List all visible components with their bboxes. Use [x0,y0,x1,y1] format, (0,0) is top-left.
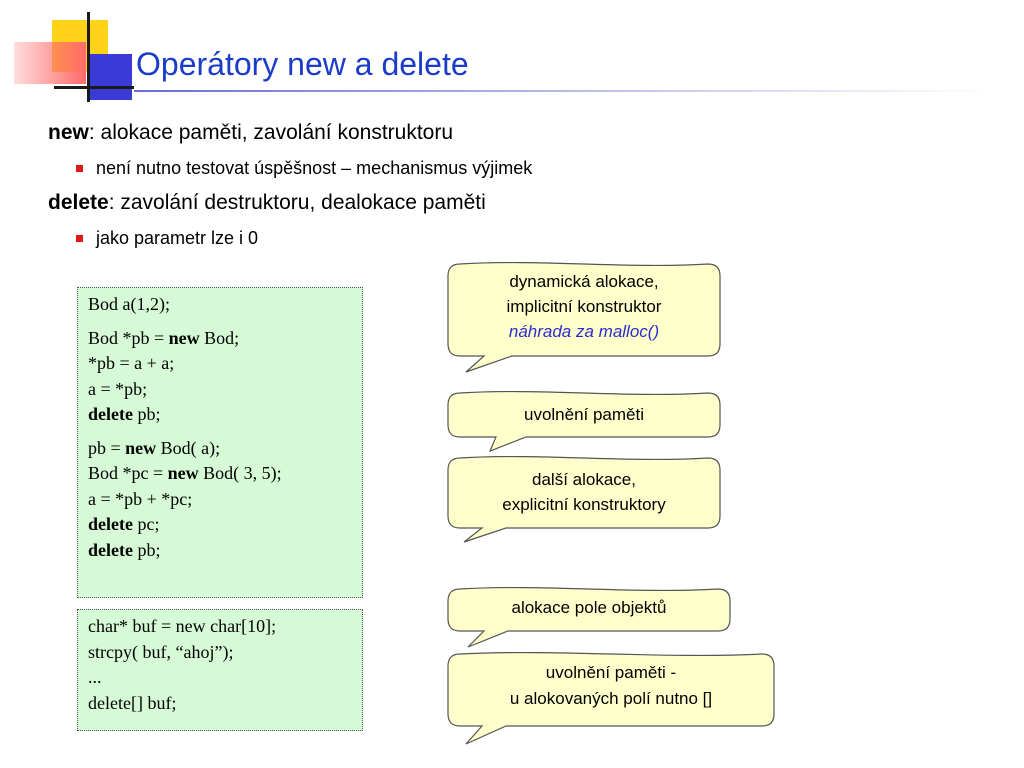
code-line: a = *pb; [88,378,148,399]
callout-shape [447,391,721,453]
callout-line: explicitní konstruktory [502,495,666,514]
sub-bullet: jako parametr lze i 0 [96,228,259,248]
callout-shape [447,652,775,745]
logo-blue-square [88,54,132,100]
code-line: ... [88,667,102,687]
code-line: *pb = a + a; [88,353,175,373]
code-line: char* buf = new char[10]; [88,616,277,636]
code-line: strcpy( buf, “ahoj”); [88,641,234,662]
code-line: Bod *pb = new Bod; [88,327,240,348]
logo-red-square [14,42,86,84]
callout-dynamic-allocation: dynamická alokace, implicitní konstrukto… [446,262,722,374]
code-block-2: char* buf = new char[10]; strcpy( buf, “… [77,609,363,731]
bullet-square-icon [76,165,83,172]
callout-shape [447,456,721,543]
code-line: a = *pb + *pc; [88,488,193,509]
code-line: Bod *pc = new Bod( 3, 5); [88,463,282,483]
callout-line: uvolnění paměti [523,405,645,424]
logo-horizontal-line [54,86,134,89]
code-line: delete pb; [88,539,161,560]
callout-line: alokace pole objektů [511,598,667,617]
callout-line: další alokace, [532,470,636,489]
callout-free-arrays: uvolnění paměti - u alokovaných polí nut… [446,652,776,746]
logo-vertical-line [87,12,90,102]
callout-explicit-constructors: další alokace, explicitní konstruktory [446,456,722,544]
slide-logo [0,0,140,110]
callout-array-allocation: alokace pole objektů [446,587,732,649]
callout-shape [447,262,721,373]
bullet-delete: delete: zavolání destruktoru, dealokace … [48,190,486,216]
callout-line: uvolnění paměti - [545,663,677,682]
code-line: Bod a(1,2); [88,294,170,314]
code-line: delete pb; [88,404,161,424]
callout-line: dynamická alokace, [509,272,659,291]
callout-shape [447,587,731,648]
bullet-keyword: delete [48,191,109,214]
callout-line: implicitní konstruktor [506,297,662,316]
bullet-square-icon [76,235,83,242]
slide-title: Operátory new a delete [136,46,469,82]
bullet-text: : zavolání destruktoru, dealokace paměti [108,191,486,214]
callout-line: u alokovaných polí nutno [] [509,689,713,708]
title-underline [134,90,994,92]
code-line: pb = new Bod( a); [88,437,221,458]
code-block-1: Bod a(1,2); Bod *pb = new Bod; *pb = a +… [77,287,363,598]
callout-line-italic: náhrada za malloc() [508,322,660,341]
bullet-new: new: alokace paměti, zavolání konstrukto… [48,120,453,146]
sub-bullet: není nutno testovat úspěšnost – mechanis… [96,158,533,178]
bullet-text: : alokace paměti, zavolání konstruktoru [88,121,454,144]
code-line: delete[] buf; [88,692,177,713]
bullet-keyword: new [48,121,89,144]
code-line: delete pc; [88,514,160,534]
callout-free-memory: uvolnění paměti [446,391,722,453]
